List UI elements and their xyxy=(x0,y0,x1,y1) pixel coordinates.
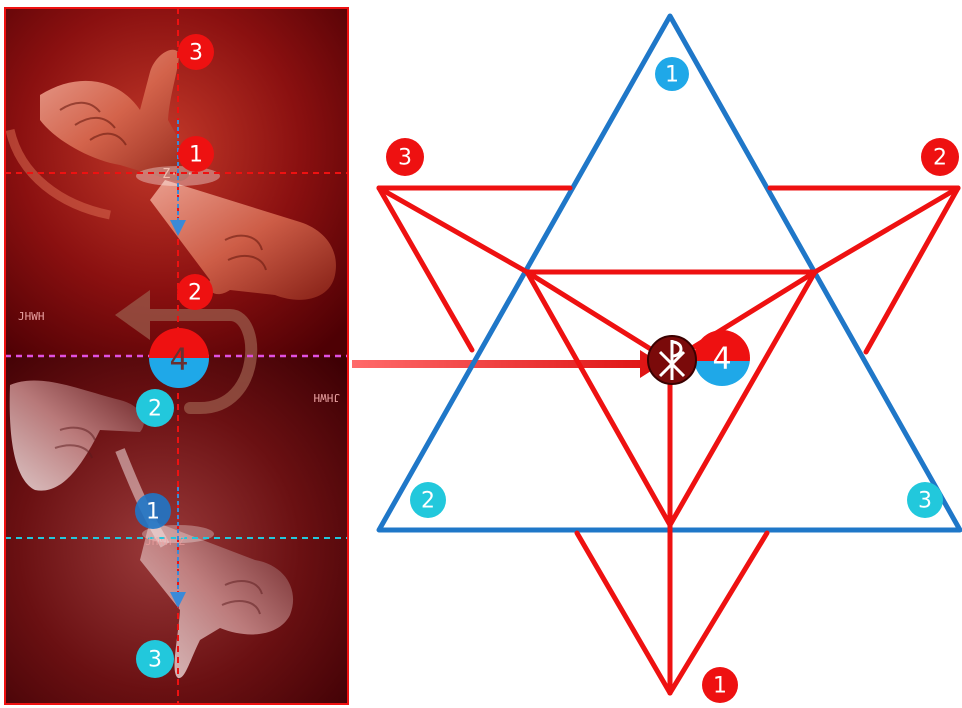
marker-bottom-1: 1 xyxy=(135,493,171,529)
svg-text:4: 4 xyxy=(712,342,731,377)
svg-text:3: 3 xyxy=(918,489,932,514)
svg-text:2: 2 xyxy=(188,281,202,306)
red-label-top-right: 2 xyxy=(921,138,959,176)
marker-top-3: 3 xyxy=(178,34,214,70)
marker-top-2: 2 xyxy=(177,274,213,310)
svg-text:3: 3 xyxy=(148,648,162,673)
blue-label-bottom-right: 3 xyxy=(907,482,943,518)
star-tetrahedron: 1 2 3 3 2 1 xyxy=(379,16,960,703)
svg-text:1: 1 xyxy=(665,63,679,88)
marker-center-4: 4 xyxy=(149,328,209,388)
svg-text:JHWH Z: JHWH Z xyxy=(145,535,185,548)
svg-text:1: 1 xyxy=(713,674,727,699)
svg-text:3: 3 xyxy=(189,41,203,66)
red-label-bottom: 1 xyxy=(702,667,738,703)
red-downward-triangle xyxy=(379,188,958,693)
svg-text:3: 3 xyxy=(398,146,412,171)
marker-top-1: 1 xyxy=(178,136,214,172)
hands-illustration-panel: Z· · JHWH Z JHWH JHWH 3 1 2 4 xyxy=(5,8,348,704)
svg-text:2: 2 xyxy=(421,489,435,514)
svg-text:1: 1 xyxy=(146,500,160,525)
marker-bottom-3: 3 xyxy=(136,640,174,678)
red-label-top-left: 3 xyxy=(386,138,424,176)
center-label-4: 4 xyxy=(694,330,750,386)
connector-arrow xyxy=(352,350,662,378)
blue-label-apex: 1 xyxy=(655,57,689,91)
chi-rho-icon xyxy=(648,336,696,384)
svg-text:2: 2 xyxy=(933,146,947,171)
artist-signature-right: JHWH xyxy=(314,391,341,404)
blue-label-bottom-left: 2 xyxy=(410,482,446,518)
marker-bottom-2: 2 xyxy=(136,389,174,427)
svg-text:1: 1 xyxy=(189,143,203,168)
svg-text:4: 4 xyxy=(169,343,188,378)
svg-text:2: 2 xyxy=(148,397,162,422)
artist-signature-top: JHWH xyxy=(18,310,45,323)
